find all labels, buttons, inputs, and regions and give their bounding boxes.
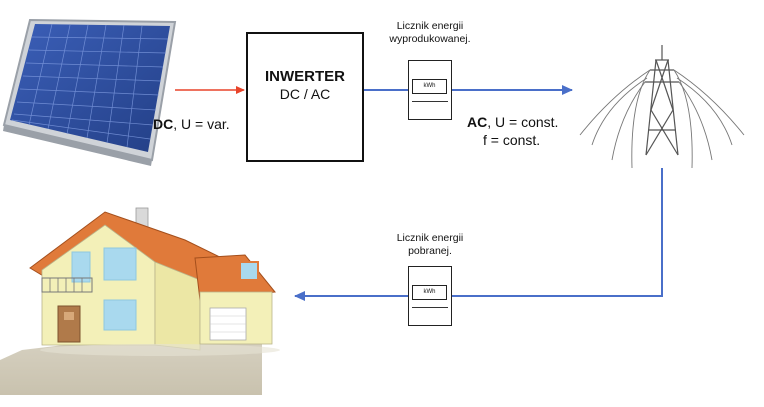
- inverter-title: INWERTER: [265, 68, 345, 85]
- meter-produced-caption-line1: Licznik energii: [396, 20, 464, 32]
- ac-label: AC, U = const.: [467, 114, 558, 130]
- meter-consumed-display: kWh: [412, 285, 447, 300]
- meter-produced-display: kWh: [412, 79, 447, 94]
- meter-produced-caption: Licznik energii wyprodukowanej.: [375, 20, 485, 46]
- meter-consumed-caption-line2: pobranej.: [408, 245, 452, 257]
- inverter-box: INWERTER DC / AC: [246, 32, 364, 162]
- dc-label-rest: , U = var.: [173, 116, 230, 132]
- ac-label-rest: , U = const.: [487, 114, 559, 130]
- house-icon: [29, 207, 276, 351]
- meter-consumed-caption-line1: Licznik energii: [396, 232, 464, 244]
- ac-label-bold: AC: [467, 114, 488, 130]
- meter-divider: [412, 101, 448, 102]
- electricity-meter-icon: kWh: [408, 266, 452, 326]
- electricity-meter-icon: kWh: [408, 60, 452, 120]
- meter-produced-caption-line2: wyprodukowanej.: [389, 33, 471, 45]
- ac-label-frequency: f = const.: [483, 132, 541, 148]
- dc-label: DC, U = var.: [153, 116, 230, 132]
- inverter-subtitle: DC / AC: [279, 86, 331, 102]
- dc-label-bold: DC: [153, 116, 174, 132]
- meter-consumed-caption: Licznik energii pobranej.: [375, 232, 485, 258]
- meter-divider: [412, 307, 448, 308]
- solar-panel-icon: [2, 18, 177, 166]
- power-pylon-icon: [579, 45, 745, 169]
